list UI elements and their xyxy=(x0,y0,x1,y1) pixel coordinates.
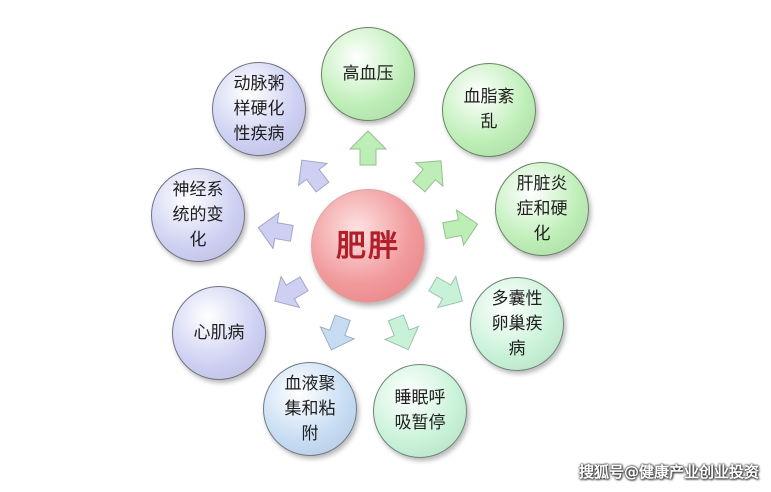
center-node-obesity: 肥胖 xyxy=(311,189,425,303)
node-sleep-apnea: 睡眠呼吸暂停 xyxy=(373,364,467,458)
node-label: 肝脏炎症和硬化 xyxy=(516,173,568,244)
node-dyslipidemia: 血脂紊乱 xyxy=(442,63,536,157)
arrow-to-pcos xyxy=(428,275,463,309)
arrow-to-nervous-system xyxy=(257,211,294,250)
node-nervous-system-changes: 神经系统的变化 xyxy=(151,168,245,262)
node-label: 睡眠呼吸暂停 xyxy=(394,388,446,433)
watermark: 搜狐号@健康产业创业投资 xyxy=(578,463,759,481)
node-label: 心肌病 xyxy=(193,322,245,343)
arrow-to-blood-clotting xyxy=(319,314,356,351)
arrow-to-atherosclerosis xyxy=(297,159,330,193)
node-blood-clotting: 血液聚集和粘附 xyxy=(263,362,357,456)
arrow-to-hypertension xyxy=(348,130,388,166)
node-label: 动脉粥样硬化性疾病 xyxy=(233,73,285,144)
arrow-to-liver xyxy=(442,208,479,247)
node-cardiomyopathy: 心肌病 xyxy=(172,286,266,380)
node-liver-inflammation-cirrhosis: 肝脏炎症和硬化 xyxy=(495,162,589,256)
node-hypertension: 高血压 xyxy=(321,27,415,121)
node-atherosclerosis: 动脉粥样硬化性疾病 xyxy=(212,62,306,156)
node-polycystic-ovary: 多囊性卵巢疾病 xyxy=(470,277,564,371)
node-label: 神经系统的变化 xyxy=(172,179,224,250)
node-label: 血液聚集和粘附 xyxy=(284,373,336,444)
arrow-to-sleep-apnea xyxy=(383,314,420,351)
arrow-to-dyslipidemia xyxy=(412,160,444,193)
arrow-to-cardiomyopathy xyxy=(274,275,309,309)
center-label: 肥胖 xyxy=(336,228,400,264)
node-label: 多囊性卵巢疾病 xyxy=(491,288,543,359)
node-label: 高血压 xyxy=(342,63,394,84)
node-label: 血脂紊乱 xyxy=(463,87,515,132)
